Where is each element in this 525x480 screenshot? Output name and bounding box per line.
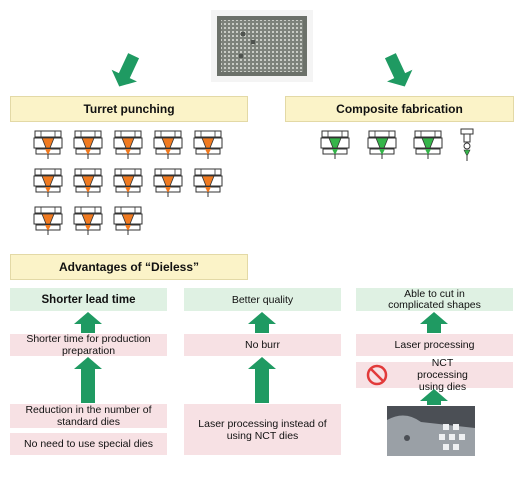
up-arrow-icon: [248, 312, 276, 333]
arrow-to-composite-icon: [384, 53, 413, 87]
laser-cut-part-photo: [387, 406, 475, 456]
turret-die-icon: [73, 206, 103, 236]
benefit-shorter-lead-time: Shorter lead time: [10, 288, 167, 311]
laser-head-icon: [452, 128, 482, 161]
cause-laser-instead-of-nct: Laser processing instead of using NCT di…: [184, 404, 341, 455]
up-arrow-icon: [248, 357, 276, 403]
cause-no-special-dies: No need to use special dies: [10, 433, 167, 455]
composite-die-icon: [413, 130, 443, 160]
turret-punching-header: Turret punching: [10, 96, 248, 122]
arrow-to-turret-icon: [111, 53, 140, 87]
reason-shorter-prep-time: Shorter time for production preparation: [10, 333, 167, 357]
turret-die-icon: [33, 168, 63, 198]
turret-die-icon: [33, 130, 63, 160]
composite-die-icon: [367, 130, 397, 160]
turret-die-icon: [113, 206, 143, 236]
cause-nct-processing-label: NCT processing using dies: [417, 357, 468, 393]
composite-die-icon: [320, 130, 350, 160]
punched-sheet-photo: [211, 10, 313, 82]
up-arrow-icon: [420, 312, 448, 333]
advantages-header: Advantages of “Dieless”: [10, 254, 248, 280]
turret-die-icon: [113, 130, 143, 160]
reason-laser-processing: Laser processing: [356, 334, 513, 356]
turret-die-icon: [193, 168, 223, 198]
turret-die-icon: [73, 168, 103, 198]
composite-fabrication-header: Composite fabrication: [285, 96, 514, 122]
turret-die-icon: [73, 130, 103, 160]
prohibited-icon: [366, 364, 388, 386]
turret-die-icon: [193, 130, 223, 160]
cause-reduction-standard-dies: Reduction in the number of standard dies: [10, 404, 167, 428]
up-arrow-icon: [74, 312, 102, 333]
cause-nct-processing: NCT processing using dies: [356, 357, 513, 393]
up-arrow-icon: [420, 389, 448, 405]
reason-no-burr: No burr: [184, 334, 341, 356]
turret-die-icon: [113, 168, 143, 198]
turret-die-icon: [153, 168, 183, 198]
up-arrow-icon: [74, 357, 102, 403]
turret-die-icon: [153, 130, 183, 160]
benefit-complicated-shapes: Able to cut in complicated shapes: [356, 288, 513, 311]
benefit-better-quality: Better quality: [184, 288, 341, 311]
turret-die-icon: [33, 206, 63, 236]
